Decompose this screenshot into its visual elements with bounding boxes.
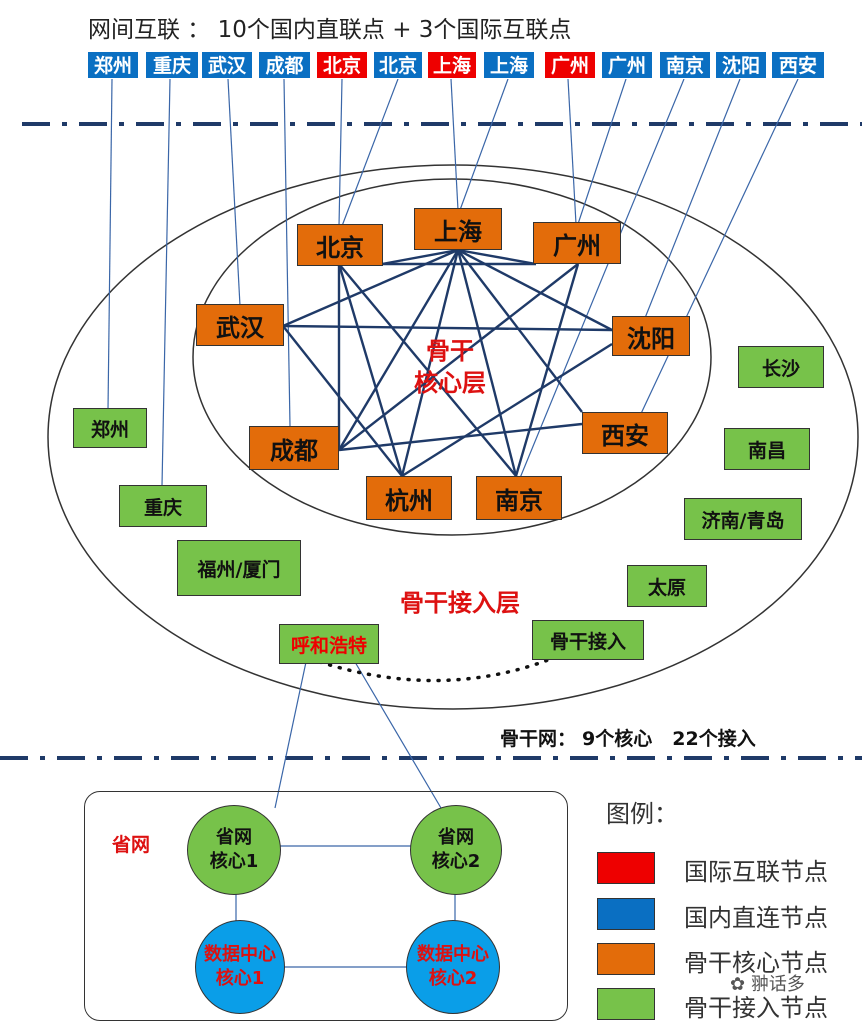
interconnect-tag-domestic-9[interactable]: 广州: [601, 51, 653, 79]
legend-label-access: 骨干接入节点: [684, 994, 828, 1022]
legend-swatch-domestic: [597, 898, 655, 930]
backbone-stats-access: 22个接入: [672, 728, 756, 750]
core-node-shenyang[interactable]: 沈阳: [612, 316, 690, 356]
interconnect-tag-domestic-0[interactable]: 郑州: [87, 51, 139, 79]
access-dotted-chain: [318, 658, 550, 683]
datacenter-core-1[interactable]: 数据中心 核心1: [195, 920, 285, 1014]
access-node-backbone-access[interactable]: 骨干接入: [532, 620, 644, 660]
interconnect-tag-domestic-12[interactable]: 西安: [771, 51, 825, 79]
backbone-stats: 骨干网：9个核心 22个接入: [500, 724, 762, 751]
legend-swatch-international: [597, 852, 655, 884]
legend-title: 图例：: [606, 800, 678, 828]
access-node-zhengzhou[interactable]: 郑州: [73, 408, 147, 448]
hohhot-uplinks: [274, 661, 442, 809]
legend-label-domestic: 国内直连节点: [684, 904, 828, 932]
interconnect-tag-domestic-2[interactable]: 武汉: [201, 51, 253, 79]
access-node-fuzhou-xiamen[interactable]: 福州/厦门: [177, 540, 301, 596]
datacenter-core-2[interactable]: 数据中心 核心2: [406, 920, 500, 1014]
access-node-nanchang[interactable]: 南昌: [724, 428, 810, 470]
legend-label-international: 国际互联节点: [684, 858, 828, 886]
core-node-nanjing[interactable]: 南京: [476, 476, 562, 520]
core-node-xian[interactable]: 西安: [582, 412, 668, 454]
legend-swatch-core: [597, 943, 655, 975]
page-title: 网间互联 ： 10个国内直联点 + 3个国际互联点: [88, 17, 572, 43]
backbone-stats-prefix: 骨干网：: [500, 728, 577, 750]
interconnect-tag-domestic-3[interactable]: 成都: [258, 51, 311, 79]
interconnect-tag-domestic-5[interactable]: 北京: [373, 51, 423, 79]
core-node-beijing[interactable]: 北京: [297, 224, 383, 266]
interconnect-tag-domestic-11[interactable]: 沈阳: [715, 51, 767, 79]
core-node-guangzhou[interactable]: 广州: [533, 222, 621, 264]
core-node-chengdu[interactable]: 成都: [249, 426, 339, 470]
interconnect-tag-international-8[interactable]: 广州: [544, 51, 596, 79]
wechat-icon: ✿: [730, 974, 746, 995]
core-mesh: [282, 248, 613, 478]
province-network-label: 省网: [112, 834, 151, 856]
province-network-frame: [84, 791, 568, 1021]
legend-swatch-access: [597, 988, 655, 1020]
interconnect-tag-domestic-1[interactable]: 重庆: [145, 51, 199, 79]
interconnect-tag-domestic-7[interactable]: 上海: [483, 51, 535, 79]
core-layer-label: 骨干 核心层: [414, 337, 486, 397]
interconnect-tag-domestic-10[interactable]: 南京: [659, 51, 711, 79]
province-core-2[interactable]: 省网 核心2: [410, 805, 502, 895]
core-node-shanghai[interactable]: 上海: [414, 208, 502, 250]
access-layer-ellipse: [47, 164, 859, 710]
access-node-hohhot[interactable]: 呼和浩特: [279, 624, 379, 664]
access-layer-label: 骨干接入层: [400, 589, 520, 617]
province-core-1[interactable]: 省网 核心1: [187, 805, 281, 895]
core-node-hangzhou[interactable]: 杭州: [366, 476, 452, 520]
interconnect-tag-international-6[interactable]: 上海: [427, 51, 477, 79]
access-node-taiyuan[interactable]: 太原: [627, 565, 707, 607]
access-node-changsha[interactable]: 长沙: [738, 346, 824, 388]
core-layer-ellipse: [192, 178, 712, 536]
access-node-jinan-qingdao[interactable]: 济南/青岛: [684, 498, 802, 540]
watermark-text: 翀话多: [750, 974, 805, 995]
interconnect-connectors: [107, 78, 799, 487]
core-node-wuhan[interactable]: 武汉: [196, 304, 284, 346]
legend-label-core: 骨干核心节点: [684, 949, 828, 977]
province-links: [235, 845, 456, 968]
watermark: ✿ 翀话多: [730, 970, 805, 996]
access-node-chongqing[interactable]: 重庆: [119, 485, 207, 527]
interconnect-tag-international-4[interactable]: 北京: [316, 51, 368, 79]
backbone-stats-core: 9个核心: [582, 728, 653, 750]
